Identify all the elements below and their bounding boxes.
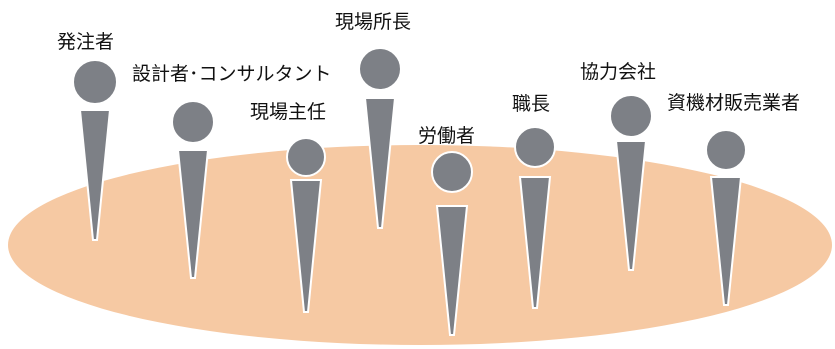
- label-subcontractor: 協力会社: [580, 61, 656, 83]
- label-site-supervisor: 現場主任: [250, 101, 326, 123]
- figure-supplier: [705, 129, 747, 306]
- figure-worker: [431, 151, 473, 336]
- figure-head-subcontractor: [609, 94, 653, 138]
- figure-head-supplier: [705, 129, 747, 171]
- stakeholder-figures: [72, 47, 747, 336]
- figure-body-subcontractor: [614, 140, 648, 271]
- figure-site-supervisor: [286, 137, 326, 313]
- label-client: 発注者: [57, 31, 114, 53]
- figure-head-site-manager: [358, 47, 402, 91]
- figure-subcontractor: [609, 94, 653, 271]
- figure-site-manager: [358, 47, 402, 229]
- label-designer: 設計者･コンサルタント: [132, 63, 332, 85]
- label-site-manager: 現場所長: [335, 11, 411, 33]
- figure-body-worker: [435, 205, 469, 336]
- label-worker: 労働者: [418, 125, 475, 147]
- figure-head-client: [72, 59, 118, 105]
- figure-head-foreman: [514, 126, 556, 168]
- figure-head-worker: [431, 151, 473, 193]
- figure-client: [72, 59, 118, 241]
- figure-foreman: [514, 126, 556, 309]
- figure-head-site-supervisor: [286, 137, 326, 177]
- figure-body-foreman: [518, 176, 552, 309]
- figure-designer: [171, 100, 215, 279]
- figure-body-designer: [176, 149, 210, 279]
- figure-body-client: [78, 109, 112, 241]
- ground-ellipse: [8, 145, 832, 345]
- figure-body-supplier: [709, 176, 743, 306]
- label-supplier: 資機材販売業者: [667, 92, 800, 114]
- label-foreman: 職長: [512, 93, 550, 115]
- figure-body-site-supervisor: [289, 179, 323, 313]
- figure-head-designer: [171, 100, 215, 144]
- figure-body-site-manager: [363, 97, 397, 229]
